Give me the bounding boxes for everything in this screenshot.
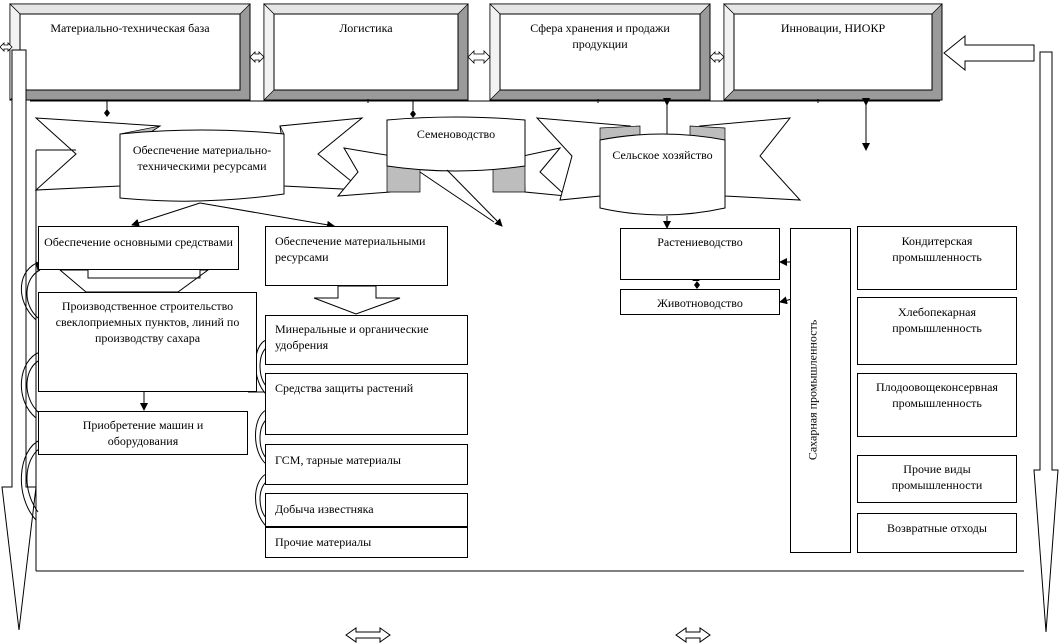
top-double-arrows <box>0 42 725 64</box>
box-fuel-packaging: ГСМ, тарные материалы <box>265 444 468 485</box>
top-box-innovations: Инновации, НИОКР <box>780 21 886 35</box>
box-machinery: Приобретение машин и оборудования <box>38 411 248 455</box>
sugar-industry-label: Сахарная промышленность <box>805 319 820 461</box>
ribbon-seed-label: Семеноводство <box>416 127 496 141</box>
top-box-frame-3 <box>489 3 711 101</box>
box-canning: Плодоовощеконсервная промышленность <box>857 373 1017 437</box>
box-construction: Производственное строительство свеклопри… <box>38 292 257 392</box>
box-bakery: Хлебопекарная промышленность <box>857 297 1017 365</box>
right-down-arrow <box>1033 51 1059 633</box>
fixed-assets-pointer <box>58 269 210 293</box>
box-return-waste: Возвратные отходы <box>857 513 1017 553</box>
box-limestone: Добыча известняка <box>265 493 468 527</box>
materials-pointer <box>313 285 401 315</box>
box-other-materials: Прочие материалы <box>265 527 468 558</box>
top-box-storage-sales: Сфера хранения и продажи продукции <box>530 21 670 51</box>
box-livestock: Животноводство <box>620 289 780 315</box>
ribbon-provision-label: Обеспечение материально-техническими рес… <box>132 143 272 173</box>
bus-diamonds <box>104 109 416 118</box>
ribbon-agri <box>535 117 802 216</box>
box-other-industries: Прочие виды промышленности <box>857 455 1017 503</box>
top-box-frame-1 <box>9 3 251 101</box>
left-down-arrow <box>1 49 37 631</box>
box-plant-protection: Средства защиты растений <box>265 373 468 435</box>
box-confectionery: Кондитерская промышленность <box>857 226 1017 290</box>
bottom-double-arrow-1 <box>345 627 391 643</box>
box-fixed-assets: Обеспечение основными средствами <box>38 226 239 270</box>
ribbon-seed <box>336 116 568 197</box>
box-sugar-industry <box>790 228 851 553</box>
left-curved-connectors <box>20 261 41 521</box>
top-box-logistics: Логистика <box>339 21 393 35</box>
ribbon-provision <box>34 117 364 202</box>
right-entry-arrow <box>943 34 1035 72</box>
ribbon-agri-label: Сельское хозяйство <box>612 148 713 162</box>
box-materials-header: Обеспечение материальными ресурсами <box>265 226 448 286</box>
box-fertilizers: Минеральные и органические удобрения <box>265 315 468 365</box>
top-box-frame-2 <box>263 3 469 101</box>
top-box-frame-4 <box>723 3 943 101</box>
box-crops: Растениеводство <box>620 228 780 280</box>
bottom-double-arrow-2 <box>675 627 711 643</box>
top-box-material-base: Материально-техническая база <box>50 21 210 35</box>
